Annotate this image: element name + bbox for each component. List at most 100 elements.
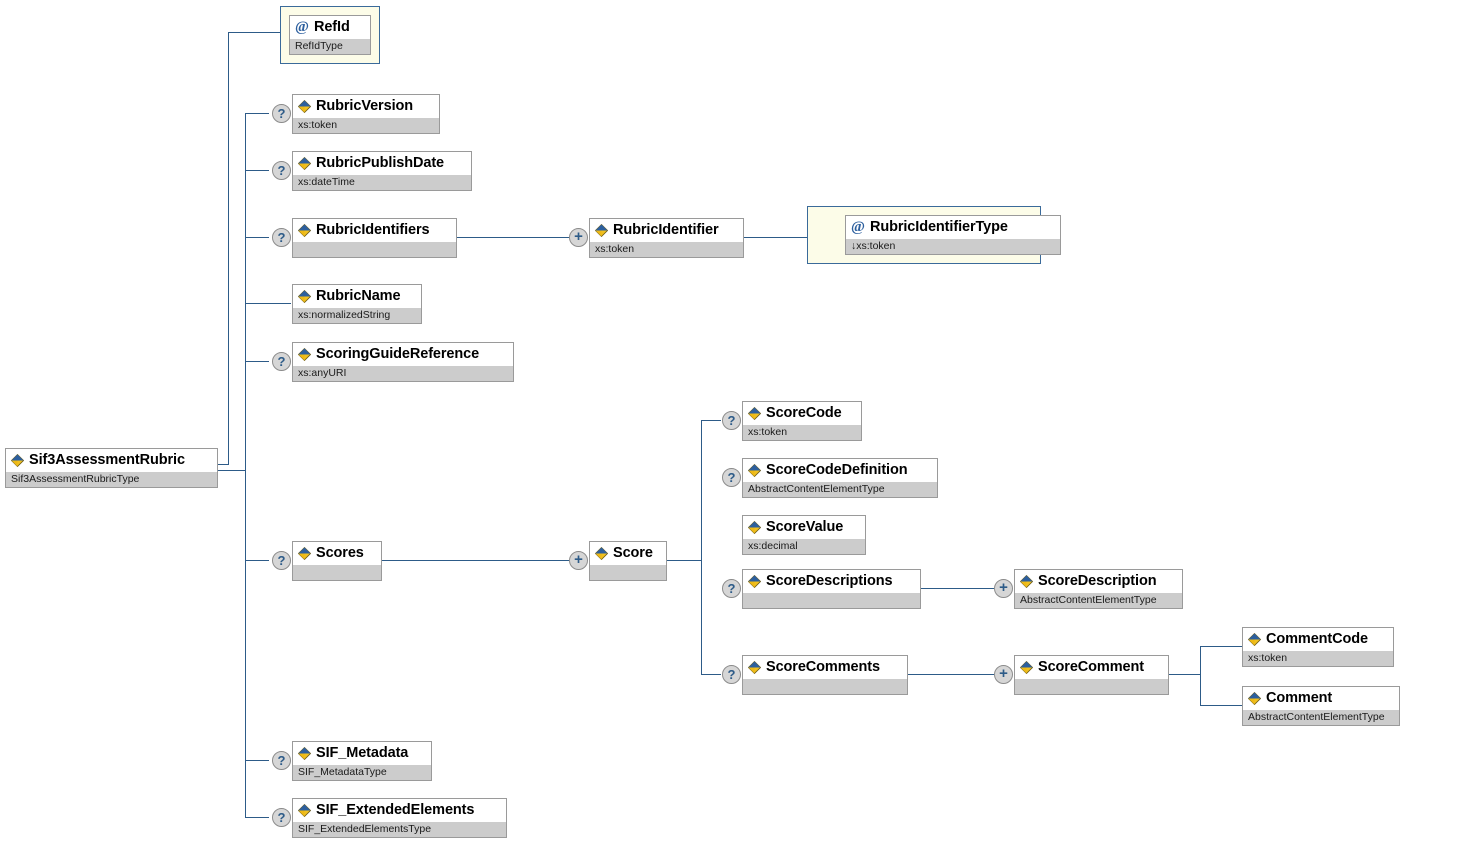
connector-scorecomments-to-scorecomment <box>908 674 994 675</box>
node-name-row: RubricVersion <box>293 95 439 117</box>
node-name-row: RubricName <box>293 285 421 307</box>
node-type-label <box>293 564 381 580</box>
question-marker-icon: ? <box>722 411 741 430</box>
node-type-label <box>743 592 920 608</box>
node-label: RubricIdentifier <box>613 222 719 238</box>
node-rubricname[interactable]: RubricName xs:normalizedString <box>292 284 422 324</box>
node-sif3assessmentrubric[interactable]: Sif3AssessmentRubric Sif3AssessmentRubri… <box>5 448 218 488</box>
node-type-label <box>743 678 907 694</box>
connector-to-sifextendedelements <box>245 817 269 818</box>
connector-scoredescriptions-to-scoredescription <box>921 588 994 589</box>
node-name-row: ScoreCodeDefinition <box>743 459 937 481</box>
question-marker-icon: ? <box>272 551 291 570</box>
element-diamond-icon <box>595 546 608 560</box>
element-diamond-icon <box>298 803 311 817</box>
node-label: ScoreComments <box>766 659 880 675</box>
node-name-row: Sif3AssessmentRubric <box>6 449 217 471</box>
node-type-label: xs:normalizedString <box>293 307 421 323</box>
connector-scorecomment-trunk <box>1200 646 1201 706</box>
node-name-row: ScoreDescriptions <box>743 570 920 592</box>
node-label: ScoreComment <box>1038 659 1144 675</box>
connector-scorecomment-stub <box>1169 674 1201 675</box>
node-name-row: Scores <box>293 542 381 564</box>
plus-marker-icon: + <box>994 665 1013 684</box>
question-marker-icon: ? <box>722 468 741 487</box>
node-rubricversion[interactable]: RubricVersion xs:token <box>292 94 440 134</box>
connector-to-rubricname <box>245 303 291 304</box>
at-sign-icon: @ <box>295 18 309 35</box>
node-name-row: ScoringGuideReference <box>293 343 513 365</box>
node-label: ScoringGuideReference <box>316 346 480 362</box>
element-diamond-icon <box>298 289 311 303</box>
node-scoredescriptions[interactable]: ScoreDescriptions <box>742 569 921 609</box>
node-name-row: Score <box>590 542 666 564</box>
node-label: ScoreCode <box>766 405 842 421</box>
node-name-row: SIF_Metadata <box>293 742 431 764</box>
node-scorecode[interactable]: ScoreCode xs:token <box>742 401 862 441</box>
node-name-row: ScoreValue <box>743 516 865 538</box>
connector-to-rubricidentifiers <box>245 237 269 238</box>
node-commentcode[interactable]: CommentCode xs:token <box>1242 627 1394 667</box>
node-rubricidentifiertype[interactable]: @ RubricIdentifierType ↓xs:token <box>845 215 1061 255</box>
element-diamond-icon <box>1020 660 1033 674</box>
node-type-label: xs:decimal <box>743 538 865 554</box>
question-marker-icon: ? <box>272 161 291 180</box>
node-label: SIF_ExtendedElements <box>316 802 475 818</box>
node-type-label: xs:token <box>293 117 439 133</box>
at-sign-icon: @ <box>851 218 865 235</box>
node-label: RubricPublishDate <box>316 155 445 171</box>
element-diamond-icon <box>298 746 311 760</box>
node-scorecomment[interactable]: ScoreComment <box>1014 655 1169 695</box>
element-diamond-icon <box>595 223 608 237</box>
node-type-label: xs:token <box>1243 650 1393 666</box>
connector-to-rubricpublishdate <box>245 170 269 171</box>
node-scoredescription[interactable]: ScoreDescription AbstractContentElementT… <box>1014 569 1183 609</box>
attribute-frame-rubricidentifiertype: @ RubricIdentifierType ↓xs:token <box>807 206 1061 264</box>
node-type-label: xs:token <box>590 241 743 257</box>
node-sif-extendedelements[interactable]: SIF_ExtendedElements SIF_ExtendedElement… <box>292 798 507 838</box>
connector-score-stub <box>666 560 702 561</box>
question-marker-icon: ? <box>272 352 291 371</box>
node-label: ScoreDescription <box>1038 573 1157 589</box>
node-label: RubricIdentifiers <box>316 222 430 238</box>
node-type-label: Sif3AssessmentRubricType <box>6 471 217 487</box>
node-type-label: RefIdType <box>290 38 370 54</box>
connector-scores-to-score <box>382 560 569 561</box>
node-sif-metadata[interactable]: SIF_Metadata SIF_MetadataType <box>292 741 432 781</box>
node-refid[interactable]: @ RefId RefIdType <box>289 15 371 55</box>
element-diamond-icon <box>298 99 311 113</box>
node-scoringguidereference[interactable]: ScoringGuideReference xs:anyURI <box>292 342 514 382</box>
element-diamond-icon <box>1248 691 1261 705</box>
connector-to-scoringguidereference <box>245 361 269 362</box>
node-scorecodedefinition[interactable]: ScoreCodeDefinition AbstractContentEleme… <box>742 458 938 498</box>
connector-root-elem-stub <box>218 470 246 471</box>
node-scores[interactable]: Scores <box>292 541 382 581</box>
connector-to-rubricversion <box>245 113 269 114</box>
node-name-row: ScoreCode <box>743 402 861 424</box>
node-type-label <box>293 241 456 257</box>
node-type-label: SIF_MetadataType <box>293 764 431 780</box>
node-type-label <box>1015 678 1168 694</box>
node-label: ScoreCodeDefinition <box>766 462 908 478</box>
node-rubricpublishdate[interactable]: RubricPublishDate xs:dateTime <box>292 151 472 191</box>
node-name-row: Comment <box>1243 687 1399 709</box>
question-marker-icon: ? <box>722 665 741 684</box>
node-comment[interactable]: Comment AbstractContentElementType <box>1242 686 1400 726</box>
node-name-row: RubricIdentifier <box>590 219 743 241</box>
element-diamond-icon <box>298 156 311 170</box>
node-type-label: xs:anyURI <box>293 365 513 381</box>
connector-to-scorecomments <box>701 674 721 675</box>
connector-attr-trunk <box>228 32 229 465</box>
node-label: RubricName <box>316 288 401 304</box>
plus-marker-icon: + <box>994 579 1013 598</box>
node-rubricidentifiers[interactable]: RubricIdentifiers <box>292 218 457 258</box>
node-rubricidentifier[interactable]: RubricIdentifier xs:token <box>589 218 744 258</box>
node-name-row: ScoreComments <box>743 656 907 678</box>
node-score[interactable]: Score <box>589 541 667 581</box>
node-scorecomments[interactable]: ScoreComments <box>742 655 908 695</box>
node-scorevalue[interactable]: ScoreValue xs:decimal <box>742 515 866 555</box>
connector-to-comment <box>1200 705 1242 706</box>
element-diamond-icon <box>748 574 761 588</box>
connector-to-sifmetadata <box>245 760 269 761</box>
node-type-label: ↓xs:token <box>846 238 1060 254</box>
